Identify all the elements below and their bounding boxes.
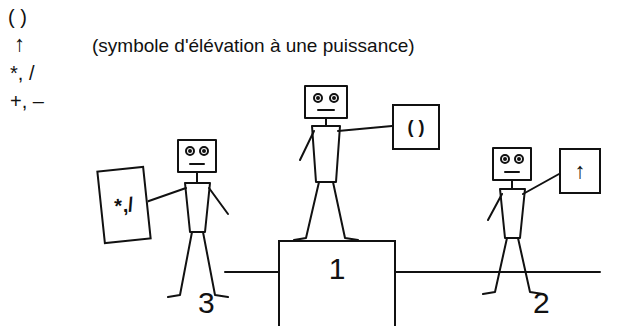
sign-card: *,/ xyxy=(96,166,151,245)
sign-card: ( ) xyxy=(392,104,440,150)
operator-symbol: ↑ xyxy=(575,158,586,184)
podium-block: 1 xyxy=(278,240,396,326)
operator-symbol: ( ) xyxy=(408,117,425,138)
sign-card: ↑ xyxy=(559,148,601,194)
rank-number: 3 xyxy=(198,286,215,319)
rank-number: 2 xyxy=(533,286,550,319)
operator-symbol: *,/ xyxy=(113,193,134,218)
rank-number: 1 xyxy=(329,252,346,286)
operator-rank: +, – xyxy=(10,90,44,112)
operator-note: (symbole d'élévation à une puissance) xyxy=(92,36,415,57)
operator-rank: ↑ xyxy=(14,32,25,56)
operator-rank: ( ) xyxy=(8,6,27,28)
operator-rank: *, / xyxy=(10,62,34,84)
